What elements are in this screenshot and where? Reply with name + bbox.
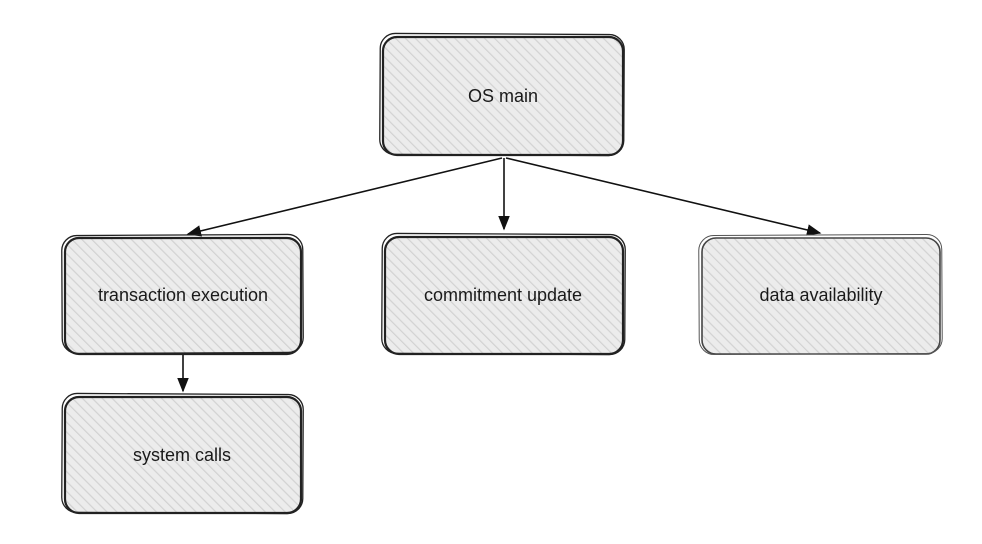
arrow-os-main-to-data-availability	[505, 157, 822, 236]
node-commitment-update-label: commitment update	[424, 285, 582, 305]
node-os-main-label: OS main	[468, 86, 538, 106]
node-data-availability[interactable]: data availability	[698, 233, 943, 356]
node-os-main[interactable]: OS main	[379, 32, 625, 157]
node-system-calls-label: system calls	[133, 445, 231, 465]
node-data-availability-label: data availability	[759, 285, 882, 305]
connectors	[177, 157, 822, 393]
node-commitment-update[interactable]: commitment update	[381, 232, 626, 356]
node-transaction-execution[interactable]: transaction execution	[61, 233, 304, 356]
node-system-calls[interactable]: system calls	[61, 392, 304, 515]
arrow-os-main-to-transaction-execution	[186, 157, 503, 237]
node-transaction-execution-label: transaction execution	[98, 285, 268, 305]
